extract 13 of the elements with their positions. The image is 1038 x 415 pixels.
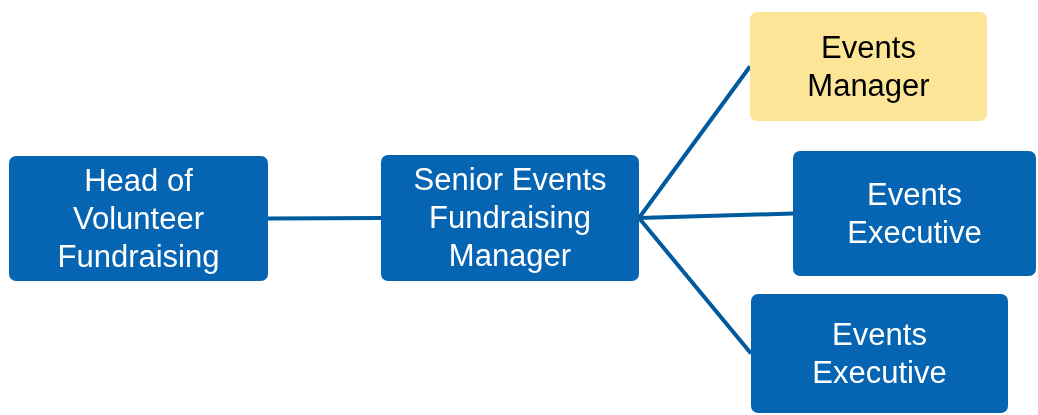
role-box	[751, 294, 1008, 413]
role-title: Head of Volunteer Fundraising	[56, 161, 221, 276]
connector-line	[268, 216, 381, 221]
connector-line	[638, 211, 794, 220]
role-box	[9, 156, 268, 281]
role-box	[381, 155, 639, 281]
role-title: Events Executive	[811, 315, 948, 392]
role-title: Events Executive	[846, 175, 983, 252]
role-title: Senior Events Fundraising Manager	[412, 161, 608, 275]
connector-line	[637, 216, 753, 355]
role-box	[750, 12, 987, 121]
role-box	[793, 151, 1036, 276]
role-title: Events Manager	[806, 28, 931, 105]
